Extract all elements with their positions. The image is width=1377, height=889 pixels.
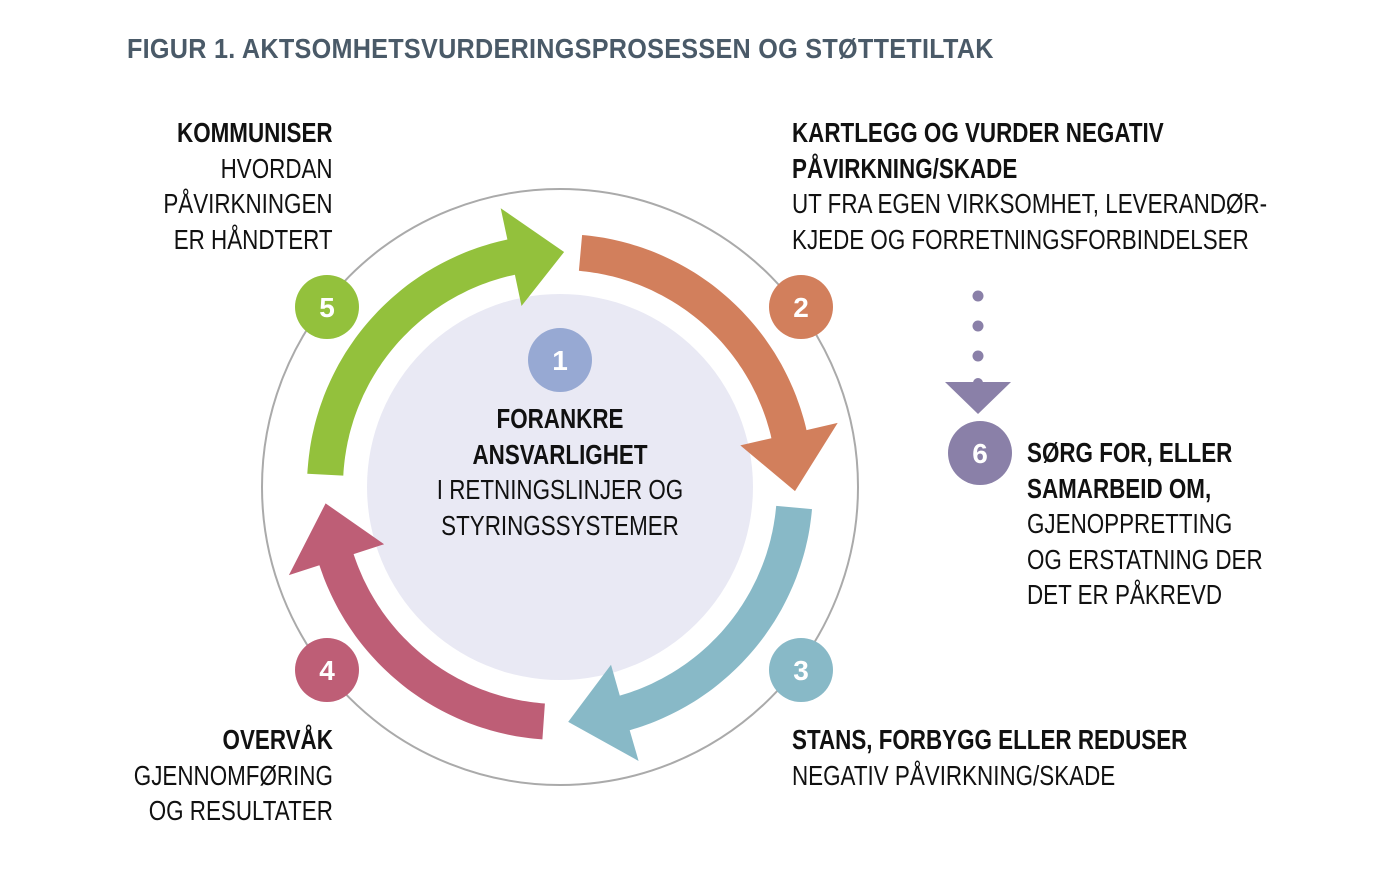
arrow-step-2 [578,235,838,492]
step-6-badge: 6 [948,421,1012,485]
step-2-badge: 2 [769,275,833,339]
step-5-badge: 5 [295,275,359,339]
step-number: 5 [319,292,335,323]
outer-ring [261,188,859,786]
step-number: 6 [972,438,988,469]
step-3-badge: 3 [769,638,833,702]
center-circle [367,294,753,680]
step-number: 3 [793,655,809,686]
step-1-badge: 1 [528,328,592,392]
arrow-down-icon [945,382,1011,414]
step-number: 4 [319,655,335,686]
step-4-badge: 4 [295,638,359,702]
step-number: 1 [552,345,568,376]
arrow-step-4 [288,503,545,740]
arrow-step-5 [307,208,565,476]
step-number: 2 [793,292,809,323]
dotted-connector [945,290,1011,414]
arrow-step-3 [568,505,812,761]
figure-title: FIGUR 1. AKTSOMHETSVURDERINGSPROSESSEN O… [127,33,994,64]
